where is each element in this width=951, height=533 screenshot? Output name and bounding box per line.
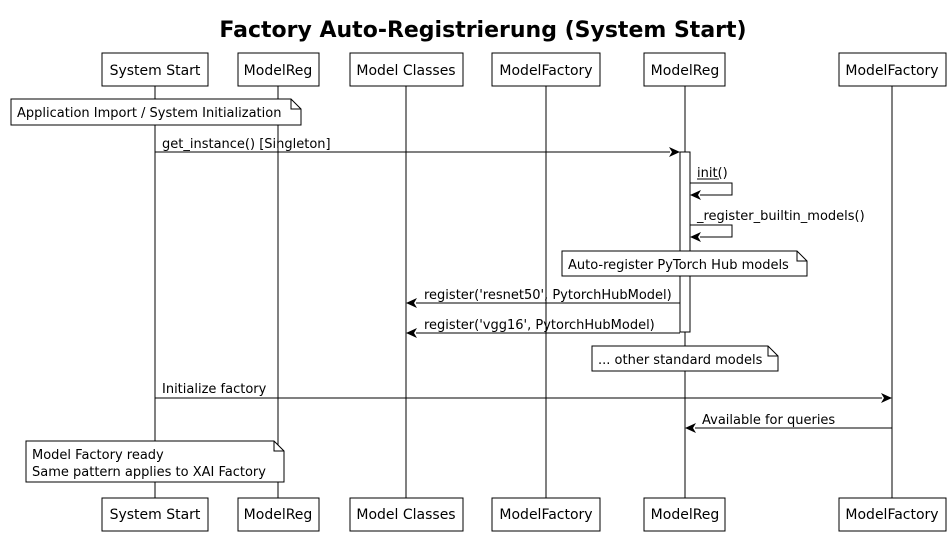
participant-box-modelreg-2-bottom [643, 497, 726, 532]
arrowhead-icon [669, 147, 680, 157]
participant-label: ModelFactory [499, 507, 592, 523]
participants-top: System Start ModelReg Model Classes Mode… [101, 52, 947, 87]
participant-box-modelfactory-1-bottom [491, 497, 601, 532]
message-label: register('resnet50', PytorchHubModel) [424, 288, 672, 303]
message-register-resnet50: register('resnet50', PytorchHubModel) [406, 288, 680, 308]
note-text: Application Import / System Initializati… [17, 106, 281, 121]
message-label: Available for queries [702, 413, 835, 428]
participant-label: ModelFactory [499, 63, 592, 79]
note-model-factory-ready: Model Factory ready Same pattern applies… [25, 440, 285, 483]
participant-box-modelfactory-2 [838, 52, 947, 87]
message-get-instance: get_instance() [Singleton] [155, 137, 680, 157]
message-label: Initialize factory [162, 382, 267, 397]
activation-bar-modelreg [679, 151, 691, 333]
arrowhead-icon [406, 328, 417, 338]
participant-box-system-start [101, 52, 209, 87]
participant-label: System Start [110, 507, 201, 523]
participant-box-modelfactory-2-bottom [838, 497, 947, 532]
participant-label: ModelReg [244, 507, 313, 523]
participant-label: ModelFactory [845, 63, 938, 79]
arrowhead-icon [690, 190, 701, 200]
note-text: Model Factory ready [32, 448, 164, 463]
participant-label: Model Classes [356, 507, 455, 523]
participant-label: ModelReg [651, 63, 720, 79]
participant-label: ModelReg [244, 63, 313, 79]
arrowhead-icon [881, 393, 892, 403]
message-label: _register_builtin_models() [696, 209, 865, 224]
participant-box-modelreg-1-bottom [237, 497, 320, 532]
participant-box-modelreg-2 [643, 52, 726, 87]
message-label: init() [697, 166, 728, 181]
participant-label: ModelReg [651, 507, 720, 523]
participant-label: Model Classes [356, 63, 455, 79]
message-register-builtin: _register_builtin_models() [690, 209, 865, 242]
note-text: Auto-register PyTorch Hub models [568, 258, 789, 273]
message-label: get_instance() [Singleton] [162, 137, 331, 152]
message-init: init() [690, 166, 733, 200]
message-available-for-queries: Available for queries [685, 413, 892, 433]
participant-box-model-classes [349, 52, 464, 87]
participants-bottom: System Start ModelReg Model Classes Mode… [101, 497, 947, 532]
participant-box-modelfactory-1 [491, 52, 601, 87]
participant-box-model-classes-bottom [349, 497, 464, 532]
note-text: ... other standard models [598, 353, 763, 368]
message-register-vgg16: register('vgg16', PytorchHubModel) [406, 318, 680, 338]
diagram-title: Factory Auto-Registrierung (System Start… [219, 18, 746, 43]
arrowhead-icon [690, 232, 701, 242]
arrowhead-icon [685, 423, 696, 433]
participant-label: ModelFactory [845, 507, 938, 523]
participant-box-system-start-bottom [101, 497, 209, 532]
note-other-models: ... other standard models [591, 345, 779, 372]
note-text: Same pattern applies to XAI Factory [32, 465, 266, 480]
arrowhead-icon [406, 298, 417, 308]
message-initialize-factory: Initialize factory [155, 382, 892, 403]
participant-label: System Start [110, 63, 201, 79]
note-auto-register: Auto-register PyTorch Hub models [561, 250, 808, 277]
note-application-import: Application Import / System Initializati… [10, 98, 302, 126]
participant-box-modelreg-1 [237, 52, 320, 87]
message-label: register('vgg16', PytorchHubModel) [424, 318, 655, 333]
